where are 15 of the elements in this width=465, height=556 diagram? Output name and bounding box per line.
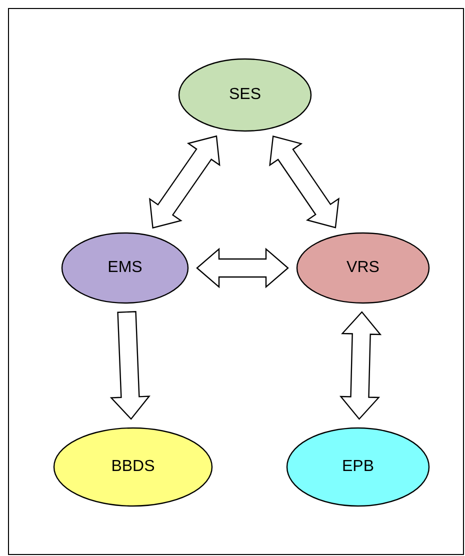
node-label: VRS [346,259,380,277]
node-label: EMS [108,259,142,277]
block-arrow [110,311,150,420]
block-arrow [339,311,382,420]
node-label: SES [228,86,261,104]
block-arrow [196,248,289,288]
node-label: EPB [342,458,374,476]
block-arrow [269,135,340,228]
ellipse-node [61,232,189,304]
ellipse-node [178,58,312,132]
ellipse-node [286,427,430,507]
ellipse-node [53,427,213,507]
block-arrow [149,135,220,229]
node-label: BBDS [111,458,155,476]
ellipse-node [296,232,430,304]
